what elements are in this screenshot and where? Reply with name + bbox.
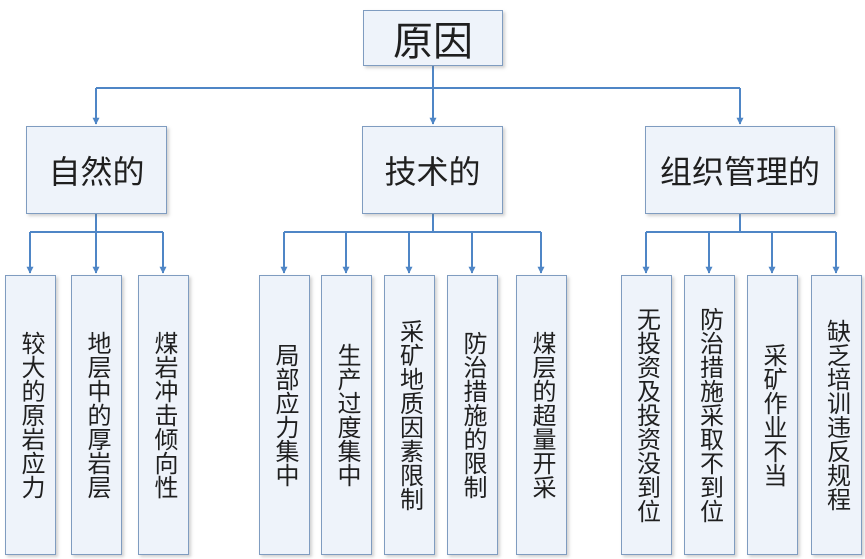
leaf-management-1: 无投资及投资没到位: [621, 275, 672, 555]
category-label: 组织管理的: [659, 153, 820, 191]
leaf-technical-5: 煤层的超量开采: [516, 275, 567, 555]
leaf-technical-1: 局部应力集中: [259, 275, 310, 555]
category-natural: 自然的: [26, 126, 167, 214]
root-label: 原因: [393, 19, 473, 65]
leaf-natural-3: 煤岩冲击倾向性: [138, 275, 189, 555]
leaf-management-4: 缺乏培训违反规程: [811, 275, 862, 555]
leaf-technical-3: 采矿地质因素限制: [384, 275, 435, 555]
category-technical: 技术的: [362, 126, 503, 214]
root-node: 原因: [363, 10, 503, 66]
leaf-technical-4: 防治措施的限制: [447, 275, 498, 555]
category-label: 技术的: [384, 153, 481, 191]
leaf-management-2: 防治措施采取不到位: [684, 275, 735, 555]
leaf-natural-2: 地层中的厚岩层: [71, 275, 122, 555]
category-label: 自然的: [48, 153, 145, 191]
category-management: 组织管理的: [645, 126, 835, 214]
leaf-natural-1: 较大的原岩应力: [5, 275, 56, 555]
leaf-technical-2: 生产过度集中: [321, 275, 372, 555]
leaf-management-3: 采矿作业不当: [747, 275, 798, 555]
